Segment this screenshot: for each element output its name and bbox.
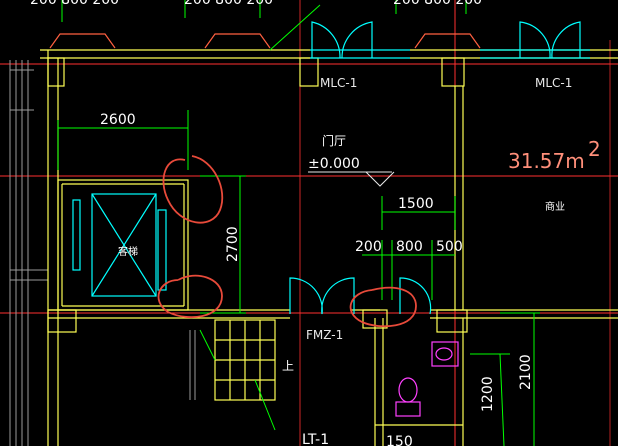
dim-500: 500 [436, 239, 463, 255]
dim-1200: 1200 [480, 376, 496, 412]
dimension-lines [57, 0, 540, 446]
sink-icon [431, 341, 459, 367]
windows [72, 49, 590, 297]
hall-level: ±0.000 [308, 156, 360, 172]
door-label-mlc-right: MLC-1 [535, 76, 572, 90]
dim-200: 200 [355, 239, 382, 255]
door-swing-icon [289, 21, 581, 315]
shop-label: 商业 [545, 200, 565, 213]
dim-top-right-partial: 200 800 200 [393, 0, 482, 8]
elevator-label: 客梯 [118, 245, 138, 258]
dim-top-left-partial: 200 800 200 [30, 0, 119, 8]
dim-2100: 2100 [518, 354, 534, 390]
walls [40, 49, 618, 446]
hall-name: 门厅 [322, 133, 346, 148]
dim-2600: 2600 [100, 112, 136, 128]
annotation-circles [157, 155, 417, 328]
stair-name: LT-1 [302, 432, 329, 446]
dim-1500: 1500 [398, 196, 434, 212]
column-caps [49, 33, 481, 49]
dim-2700: 2700 [225, 226, 241, 262]
dim-top-mid-partial: 200 800 200 [184, 0, 273, 8]
bottom-partial-label: 150 [386, 434, 413, 446]
room-area: 31.57m [508, 149, 585, 173]
dim-800: 800 [396, 239, 423, 255]
room-area-unit: 2 [588, 137, 601, 161]
level-marker-icon [308, 171, 395, 187]
door-label-fmz: FMZ-1 [306, 328, 343, 342]
left-gray-lines [9, 60, 196, 446]
stair-up-label: 上 [282, 359, 294, 373]
door-label-mlc-left: MLC-1 [320, 76, 357, 90]
toilet-icon [395, 377, 421, 417]
